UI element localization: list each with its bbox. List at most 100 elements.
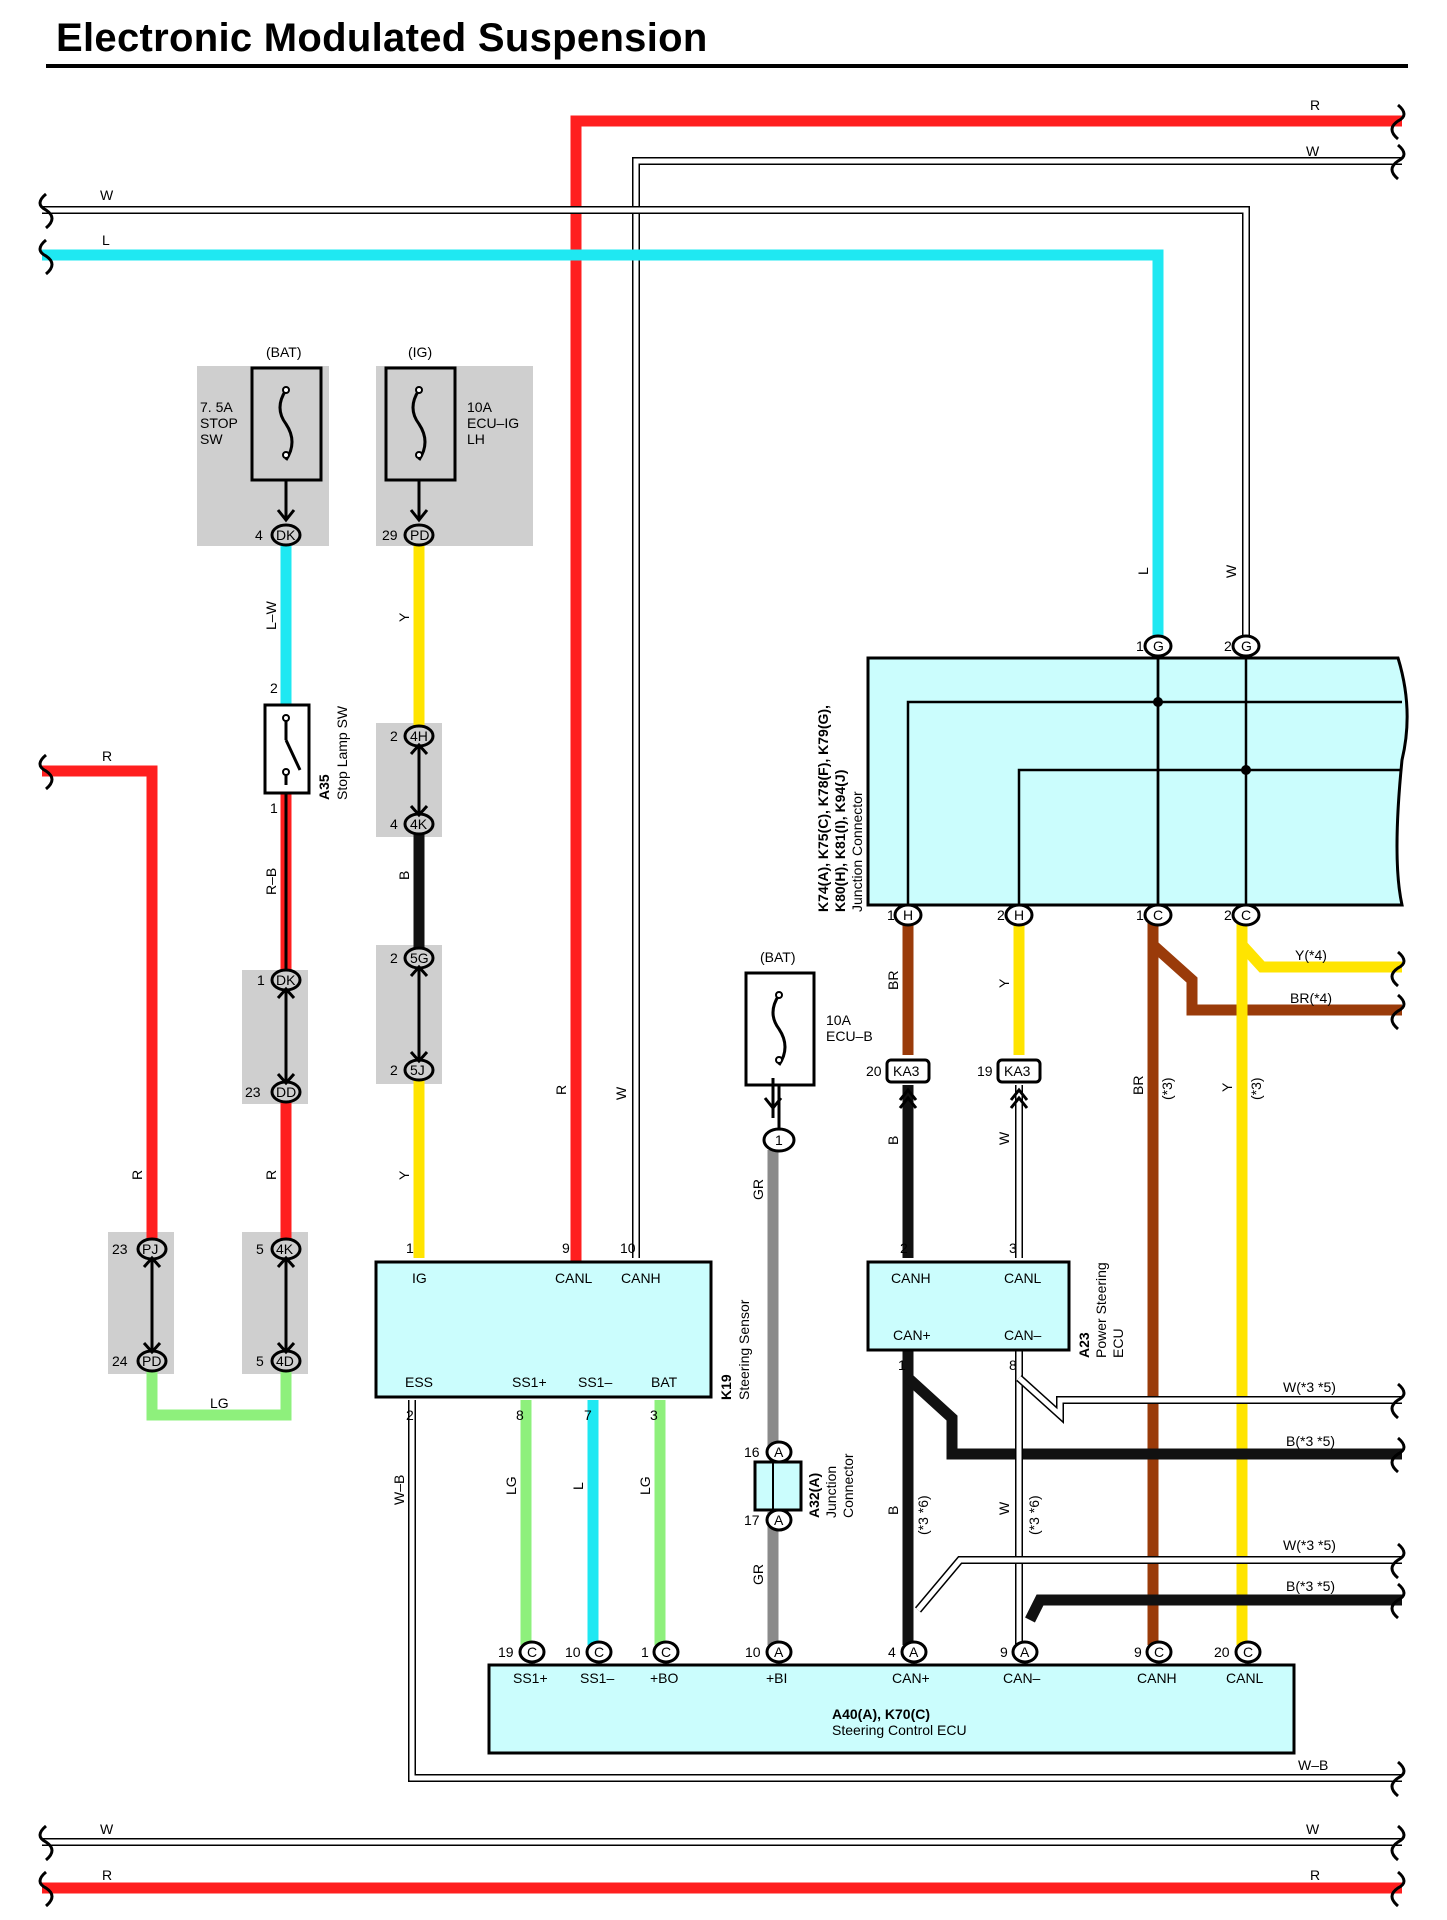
wire-w35b (914, 1556, 1402, 1613)
connector-jc-c1: C1 (1136, 903, 1173, 927)
wire-left-red (42, 765, 158, 1245)
fuse-stop-name1: STOP (200, 415, 238, 431)
connector-ecu-9a: A9 (1000, 1640, 1039, 1664)
svg-text:BR: BR (1130, 1076, 1146, 1095)
fuse-stop-sw: (BAT) 7. 5A STOP SW (200, 344, 323, 523)
left-white-bus (42, 206, 1250, 644)
k19-term-ss1p: SS1+ (512, 1374, 547, 1390)
svg-text:A: A (1020, 1644, 1030, 1660)
svg-text:R: R (263, 1170, 279, 1180)
svg-text:LG: LG (210, 1395, 229, 1411)
svg-text:R: R (129, 1170, 145, 1180)
a23-name2: ECU (1110, 1328, 1126, 1358)
connector-jc-h2: H2 (997, 903, 1034, 927)
stop-sw-pin-top: 2 (270, 680, 278, 696)
fuse-stop-rating: 7. 5A (200, 399, 233, 415)
svg-text:W: W (1223, 564, 1239, 578)
svg-text:GR: GR (750, 1564, 766, 1585)
svg-text:1: 1 (257, 972, 265, 988)
svg-text:2: 2 (390, 728, 398, 744)
k19-pin-ss1m: 7 (584, 1407, 592, 1423)
svg-text:(*3): (*3) (1159, 1077, 1175, 1100)
svg-text:4D: 4D (276, 1353, 294, 1369)
svg-text:PJ: PJ (142, 1241, 158, 1257)
svg-text:29: 29 (382, 527, 398, 543)
connector-jc-c2: C2 (1224, 903, 1261, 927)
splice-backgrounds (108, 366, 533, 1374)
svg-text:BR(*4): BR(*4) (1290, 990, 1332, 1006)
ecu-term-canl: CANL (1226, 1670, 1264, 1686)
a23-pin-canh: 2 (900, 1240, 908, 1256)
svg-text:(*3): (*3) (1248, 1077, 1264, 1100)
connector-ecu-10a: C10 (565, 1640, 613, 1664)
svg-text:W(*3 *5): W(*3 *5) (1283, 1537, 1336, 1553)
svg-text:C: C (1241, 907, 1251, 923)
svg-text:G: G (1241, 638, 1252, 654)
fuse-ig-name1: ECU–IG (467, 415, 519, 431)
k19-pin-ig: 1 (406, 1240, 414, 1256)
connector-5j: 5J2 (390, 1058, 435, 1082)
connector-4k-a: 4K 4 (390, 812, 435, 836)
wire-ecu-w (1015, 1345, 1402, 1645)
svg-text:B: B (885, 1506, 901, 1515)
svg-text:PD: PD (142, 1353, 161, 1369)
svg-text:20: 20 (1214, 1644, 1230, 1660)
svg-text:2: 2 (997, 907, 1005, 923)
fuse-stop-supply: (BAT) (266, 344, 302, 360)
svg-text:Y: Y (396, 1170, 412, 1180)
svg-text:L–W: L–W (263, 600, 279, 630)
svg-text:4K: 4K (410, 816, 428, 832)
left-blue-bus (42, 249, 1164, 644)
svg-text:H: H (903, 907, 913, 923)
fuse-ecub-rating: 10A (826, 1012, 852, 1028)
k19-name: Steering Sensor (736, 1299, 752, 1400)
svg-text:1: 1 (775, 1132, 783, 1148)
svg-text:L: L (570, 1482, 586, 1490)
svg-text:1: 1 (887, 907, 895, 923)
svg-text:1: 1 (1136, 907, 1144, 923)
ecu-term-bi: +BI (766, 1670, 787, 1686)
stop-lamp-switch: 2 1 A35 Stop Lamp SW (263, 680, 350, 816)
stop-sw-id: A35 (316, 774, 332, 800)
connector-ecu-9b: C9 (1134, 1640, 1173, 1664)
k19-pin-bat: 3 (650, 1407, 658, 1423)
fuse-ecu-b: (BAT) 10A ECU–B (744, 949, 873, 1087)
svg-text:C: C (1243, 1644, 1253, 1660)
ecu-id: A40(A), K70(C) (832, 1706, 930, 1722)
k19-pin-canl: 9 (562, 1240, 570, 1256)
k19-term-ig: IG (412, 1270, 427, 1286)
ecu-term-bo: +BO (650, 1670, 679, 1686)
k19-pin-ess: 2 (406, 1407, 414, 1423)
ecu-term-ss1p: SS1+ (513, 1670, 548, 1686)
connector-jc-g1: G1 (1136, 634, 1173, 658)
a32-id: A32(A) (806, 1473, 822, 1518)
connector-jc-g2: G2 (1224, 634, 1261, 658)
a23-pin-canm: 8 (1009, 1357, 1017, 1373)
jc-ids-2: K80(H), K81(I), K94(J) (832, 770, 848, 912)
wire-labels: R W W L L W R R L–W R–B R LG Y B Y R W W… (100, 97, 1336, 1883)
svg-text:4: 4 (390, 816, 398, 832)
connector-4h: 4H2 (390, 724, 435, 748)
wire-lg-bottom (146, 1360, 292, 1421)
connector-5g: 5G2 (390, 946, 435, 970)
svg-text:5: 5 (256, 1353, 264, 1369)
svg-text:B(*3 *5): B(*3 *5) (1286, 1433, 1335, 1449)
svg-text:A: A (774, 1512, 784, 1528)
svg-text:5G: 5G (410, 950, 429, 966)
svg-text:19: 19 (977, 1063, 993, 1079)
stop-sw-name: Stop Lamp SW (334, 705, 350, 800)
svg-text:C: C (661, 1644, 671, 1660)
connector-jc-h1: H1 (887, 903, 923, 927)
stop-sw-pin-bot: 1 (270, 800, 278, 816)
fuse-ecub-name: ECU–B (826, 1028, 873, 1044)
top-red-bus (570, 115, 1402, 1266)
svg-text:L: L (102, 232, 110, 248)
fuse-ig-rating: 10A (467, 399, 493, 415)
svg-text:R: R (102, 1867, 112, 1883)
svg-text:4: 4 (888, 1644, 896, 1660)
wire-br-2 (1147, 912, 1402, 1016)
svg-text:R–B: R–B (263, 868, 279, 895)
ecu-term-canm: CAN– (1003, 1670, 1041, 1686)
svg-text:2: 2 (1224, 638, 1232, 654)
